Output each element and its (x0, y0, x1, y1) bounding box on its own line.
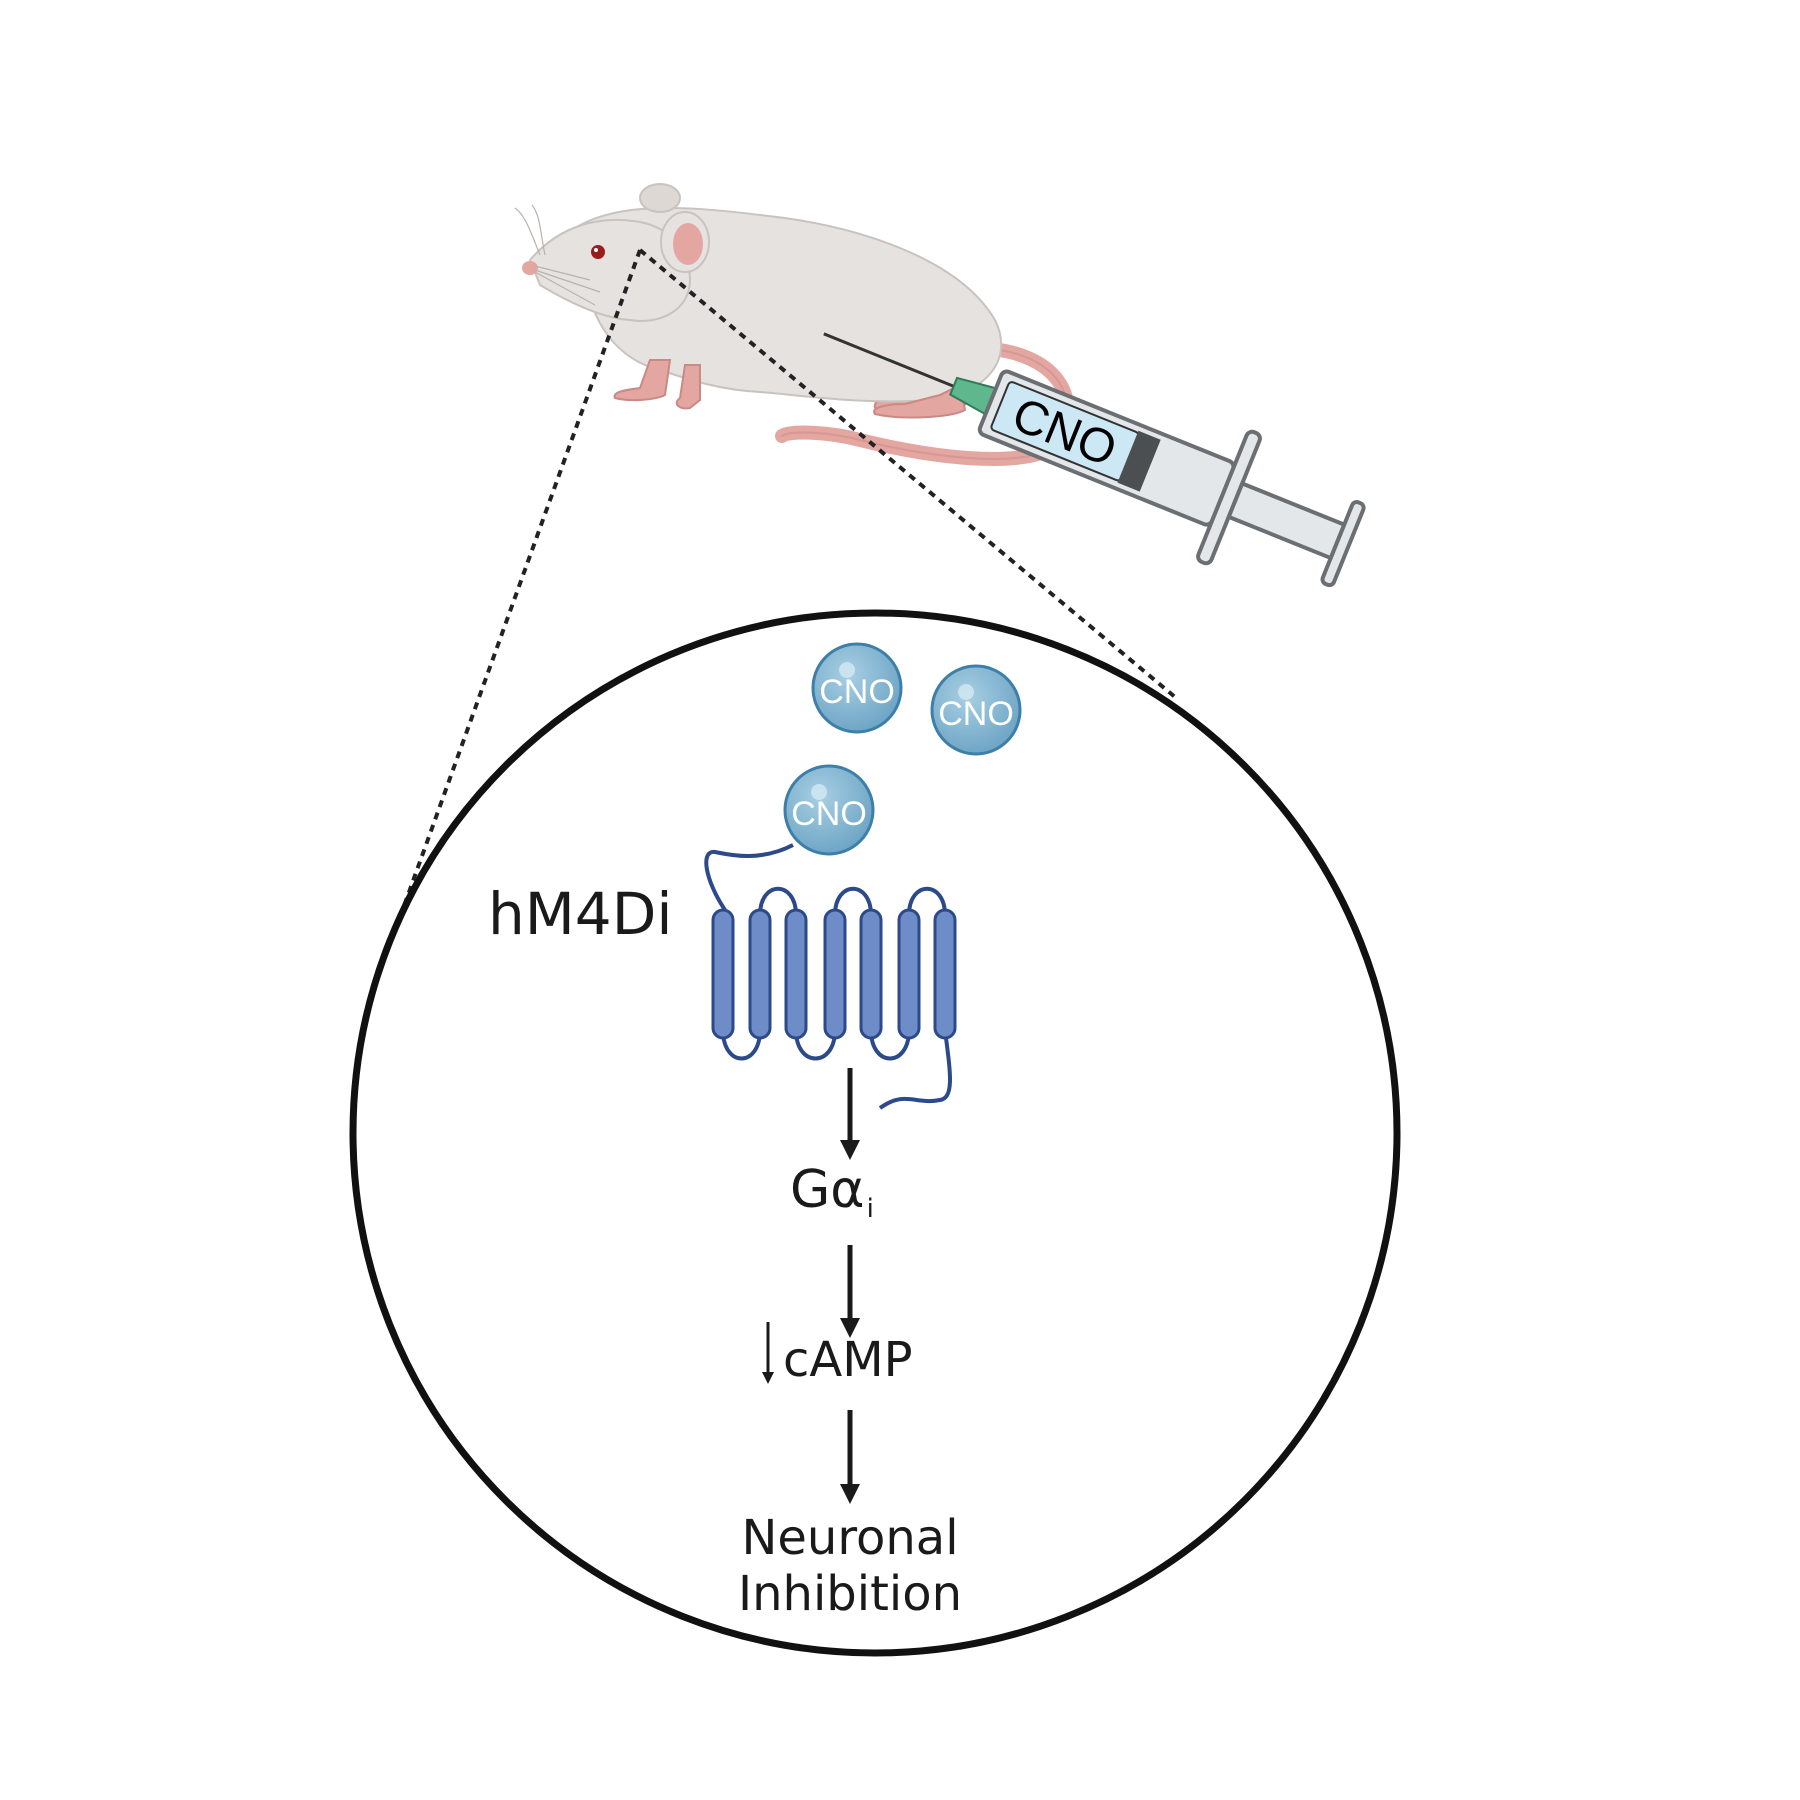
transmembrane-helix (784, 908, 808, 1040)
mouse-head (528, 218, 692, 322)
molecule-label: CNO (938, 695, 1014, 733)
receptor-c-terminus (878, 1029, 952, 1110)
mouse-nose (522, 261, 538, 275)
mouse-ear-back (639, 183, 681, 213)
zoom-lines (370, 248, 1177, 996)
cno-molecule-bound: CNO (783, 764, 875, 856)
transmembrane-helix (823, 908, 847, 1040)
cno-molecule: CNO (811, 642, 903, 734)
transmembrane-helix (897, 908, 921, 1040)
cell-zoom-circle (349, 609, 1401, 1657)
transmembrane-helix (711, 908, 735, 1040)
transmembrane-helix (859, 908, 883, 1040)
camp-label: cAMP (783, 1332, 913, 1388)
mouse-illustration (514, 183, 1075, 466)
receptor-n-terminus (704, 843, 794, 912)
mouse-front-leg (613, 359, 672, 402)
syringe-needle (823, 332, 955, 388)
transmembrane-helix (748, 908, 772, 1040)
pathway-arrows (762, 1068, 860, 1504)
syringe-plunger-rod (1226, 480, 1347, 561)
molecule-label: CNO (819, 673, 895, 711)
g-protein-main: Gα (790, 1160, 865, 1220)
hm4di-receptor (704, 843, 957, 1110)
receptor-label: hM4Di (488, 880, 673, 948)
outcome-line2: Inhibition (737, 1566, 963, 1622)
outcome-label: Neuronal Inhibition (660, 1510, 1040, 1622)
mouse-whiskers (514, 204, 601, 306)
molecule-label: CNO (791, 795, 867, 833)
syringe-plunger-stopper (1117, 430, 1161, 492)
g-protein-subscript: i (866, 1194, 874, 1224)
cno-molecule: CNO (930, 664, 1022, 756)
transmembrane-helix (933, 908, 957, 1040)
outcome-line1: Neuronal (741, 1510, 959, 1566)
g-protein-label: Gαi (790, 1160, 874, 1224)
mouse-eye (591, 245, 605, 259)
